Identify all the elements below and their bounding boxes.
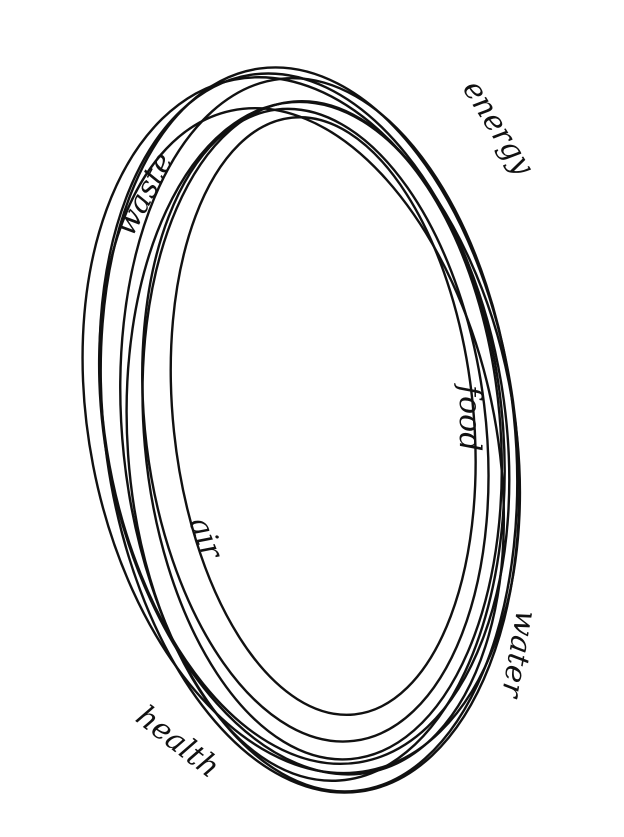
loop-3	[26, 39, 577, 811]
label-food: food	[452, 383, 487, 451]
label-health: health	[129, 699, 226, 786]
loop-inner	[143, 102, 504, 730]
label-energy: energy	[455, 74, 541, 183]
